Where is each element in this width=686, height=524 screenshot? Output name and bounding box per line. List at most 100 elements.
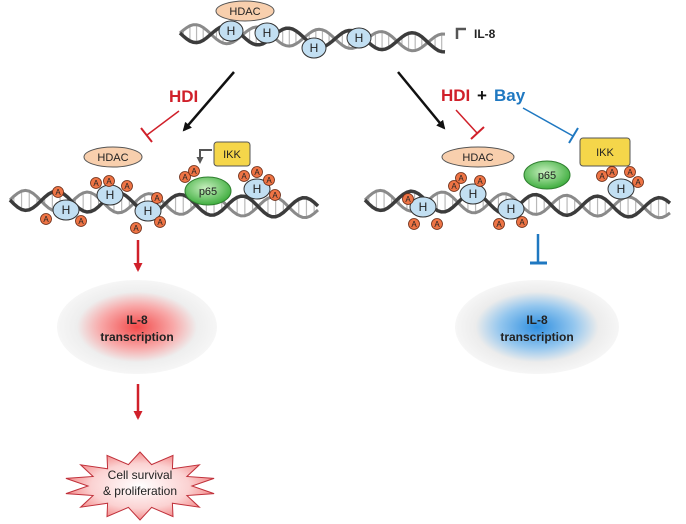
acetyl-icon bbox=[596, 170, 608, 182]
svg-text:IL-8: IL-8 bbox=[526, 313, 548, 327]
svg-text:H: H bbox=[419, 200, 428, 214]
acetyl-label: A bbox=[133, 224, 139, 233]
acetyl-label: A bbox=[191, 167, 197, 176]
acetyl-icon bbox=[455, 172, 467, 184]
acetyl-label: A bbox=[182, 173, 188, 182]
hdac-left: HDAC bbox=[83, 146, 143, 168]
acetyl-label: A bbox=[266, 176, 272, 185]
svg-text:p65: p65 bbox=[199, 186, 217, 198]
histone-right-2: H bbox=[459, 183, 487, 205]
acetyl-icon bbox=[52, 186, 64, 198]
arrow-left bbox=[182, 71, 235, 132]
svg-text:H: H bbox=[310, 41, 319, 55]
arrow-right bbox=[397, 71, 446, 130]
acetyl-icon bbox=[431, 218, 443, 230]
acetyl-label: A bbox=[458, 174, 464, 183]
il8-transcription-right: IL-8 transcription bbox=[455, 280, 619, 374]
hdi-inhibit-right bbox=[455, 109, 485, 140]
svg-text:p65: p65 bbox=[538, 170, 556, 182]
acetyl-icon bbox=[516, 216, 528, 228]
acetyl-label: A bbox=[627, 168, 633, 177]
acetyl-label: A bbox=[106, 177, 112, 186]
acetyl-label: A bbox=[635, 178, 641, 187]
svg-text:IL-8: IL-8 bbox=[126, 313, 148, 327]
p65-right: p65 bbox=[523, 160, 571, 190]
histone-top-1: H bbox=[218, 20, 244, 42]
svg-text:HDAC: HDAC bbox=[462, 152, 493, 164]
svg-text:H: H bbox=[253, 182, 262, 196]
acetyl-icon bbox=[188, 165, 200, 177]
acetyl-icon bbox=[493, 218, 505, 230]
hdi-inhibit-left bbox=[140, 110, 180, 143]
ikk-left: IKK bbox=[213, 141, 251, 167]
acetyl-icon bbox=[179, 171, 191, 183]
acetyl-label: A bbox=[411, 220, 417, 229]
ikk-right: IKK bbox=[579, 137, 631, 167]
svg-text:HDAC: HDAC bbox=[97, 152, 128, 164]
acetyl-icon bbox=[606, 166, 618, 178]
histone-left-2: H bbox=[96, 184, 124, 206]
svg-text:transcription: transcription bbox=[100, 330, 173, 344]
svg-text:+: + bbox=[477, 86, 487, 105]
acetyl-label: A bbox=[272, 191, 278, 200]
acetyl-label: A bbox=[496, 220, 502, 229]
acetyl-label: A bbox=[157, 218, 163, 227]
il8-transcription-left: IL-8 transcription bbox=[57, 280, 217, 374]
svg-text:H: H bbox=[106, 188, 115, 202]
acetyl-icon bbox=[632, 176, 644, 188]
acetyl-icon bbox=[121, 180, 133, 192]
svg-text:H: H bbox=[144, 204, 153, 218]
ikk-activation-arrow bbox=[196, 149, 212, 164]
acetyl-icon bbox=[263, 174, 275, 186]
acetyl-label: A bbox=[477, 177, 483, 186]
hdi-bay-label: HDI + Bay bbox=[441, 86, 526, 105]
svg-text:Cell survival: Cell survival bbox=[108, 468, 173, 482]
acetyl-label: A bbox=[55, 188, 61, 197]
acetyl-icon bbox=[238, 170, 250, 182]
acetyl-label: A bbox=[154, 194, 160, 203]
il8-gene-label: IL-8 bbox=[474, 27, 496, 41]
acetyl-label: A bbox=[93, 179, 99, 188]
svg-text:H: H bbox=[507, 202, 516, 216]
svg-text:HDI: HDI bbox=[441, 86, 470, 105]
acetyl-label: A bbox=[434, 220, 440, 229]
outcome-burst: Cell survival & proliferation bbox=[65, 451, 215, 521]
histone-left-4: H bbox=[243, 178, 271, 200]
svg-text:HDAC: HDAC bbox=[229, 6, 260, 18]
histone-left-1: H bbox=[52, 199, 80, 221]
acetyl-icon bbox=[130, 222, 142, 234]
acetyl-icon bbox=[402, 193, 414, 205]
acetyl-label: A bbox=[599, 172, 605, 181]
svg-text:& proliferation: & proliferation bbox=[103, 484, 177, 498]
histone-right-3: H bbox=[497, 198, 525, 220]
svg-text:H: H bbox=[227, 24, 236, 38]
dna-strand-back bbox=[179, 23, 446, 53]
acetyl-label: A bbox=[609, 168, 615, 177]
acetyl-label: A bbox=[78, 217, 84, 226]
svg-text:H: H bbox=[263, 26, 272, 40]
svg-text:IKK: IKK bbox=[596, 147, 614, 159]
svg-text:H: H bbox=[469, 187, 478, 201]
acetyl-label: A bbox=[405, 195, 411, 204]
svg-text:IKK: IKK bbox=[223, 149, 241, 161]
histone-left-3: H bbox=[134, 200, 162, 222]
acetyl-icon bbox=[154, 216, 166, 228]
hdac-right: HDAC bbox=[441, 146, 515, 168]
promoter-icon bbox=[455, 27, 466, 39]
histone-top-3: H bbox=[301, 37, 327, 59]
acetyl-label: A bbox=[254, 168, 260, 177]
acetyl-icon bbox=[269, 189, 281, 201]
blue-inhibit-transcription bbox=[530, 234, 547, 265]
histone-top-4: H bbox=[346, 27, 372, 49]
bay-inhibit-ikk bbox=[522, 107, 579, 144]
acetyl-label: A bbox=[519, 218, 525, 227]
acetyl-label: A bbox=[124, 182, 130, 191]
hdi-label-left: HDI bbox=[169, 87, 198, 106]
acetyl-label: A bbox=[241, 172, 247, 181]
svg-text:H: H bbox=[62, 203, 71, 217]
acetyl-icon bbox=[474, 175, 486, 187]
svg-text:H: H bbox=[355, 31, 364, 45]
